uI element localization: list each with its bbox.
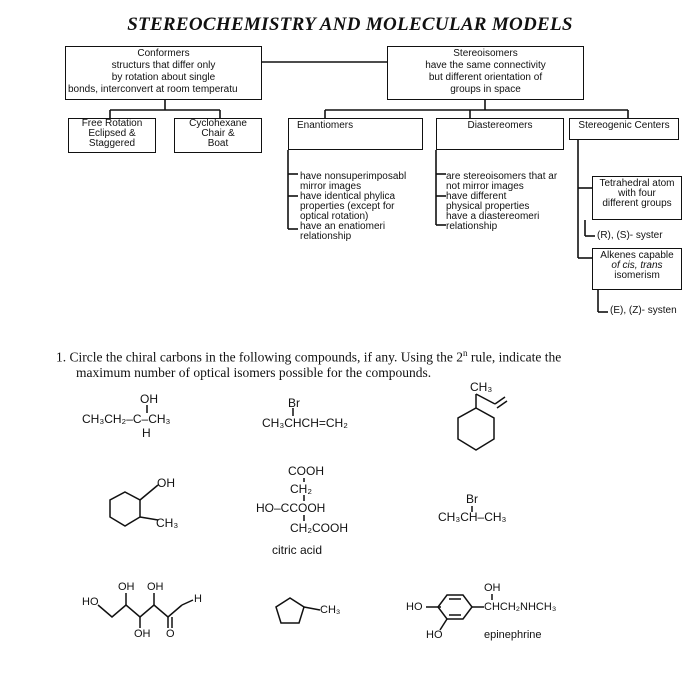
free-rotation-line: Staggered [88, 138, 136, 149]
c5-line4: CH₂COOH [290, 521, 348, 535]
c7-h: H [194, 593, 202, 605]
question-number: 1. [56, 349, 67, 365]
question-text: Circle the chiral carbons in the followi… [69, 349, 464, 365]
enantiomer-notes: have nonsuperimposabl mirror images have… [300, 172, 430, 242]
c2-br: Br [288, 396, 300, 410]
rs-system: (R), (S)- syster [597, 230, 663, 241]
alkenes-title: Alkenes capable [600, 250, 674, 261]
tetrahedral-line: with four [618, 188, 656, 199]
question-superscript: n [463, 348, 468, 358]
c1-oh: OH [140, 392, 158, 406]
c4-ch3: CH₃ [156, 516, 179, 530]
note-line: properties (except for [300, 201, 395, 212]
conformers-line: by rotation about single [111, 72, 216, 83]
c4-oh: OH [157, 476, 175, 490]
citric-acid-label: citric acid [272, 543, 323, 557]
c5-line3: HO–CCOOH [256, 501, 326, 515]
c7-o: O [166, 628, 175, 640]
note-line: mirror images [300, 181, 362, 192]
diastereomers-title: Diastereomers [467, 120, 533, 131]
c8-ch3: CH₃ [320, 604, 341, 616]
note-line: have an enatiomeri [300, 221, 386, 232]
cyclohexane-box: Cyclohexane Chair & Boat [174, 118, 262, 153]
conformers-title: Conformers [137, 48, 190, 59]
question: 1. Circle the chiral carbons in the foll… [56, 346, 676, 380]
c9-ho2: HO [426, 629, 443, 641]
stereoisomers-line: have the same connectivity [425, 60, 546, 71]
cyclohexane-title: Cyclohexane [189, 118, 247, 129]
conformers-line: bonds, interconvert at room temperatu [68, 84, 238, 95]
stereoisomers-line: groups in space [450, 84, 521, 95]
note-line: physical properties [446, 201, 530, 212]
c7-oh3: OH [134, 628, 151, 640]
cyclohexane-line: Boat [207, 138, 229, 149]
c7-ho: HO [82, 596, 99, 608]
stereoisomers-box: Stereoisomers have the same connectivity… [387, 46, 584, 100]
stereoisomers-title: Stereoisomers [453, 48, 518, 59]
c5-line1: COOH [288, 464, 324, 478]
c9-oh: OH [484, 582, 501, 594]
stereogenic-box: Stereogenic Centers [569, 118, 679, 140]
enantiomers-title: Enantiomers [297, 120, 354, 131]
stereoisomers-line: but different orientation of [428, 72, 543, 83]
free-rotation-line: Eclipsed & [88, 128, 136, 139]
note-line: have nonsuperimposabl [300, 171, 407, 182]
c7-oh2: OH [147, 581, 164, 593]
alkenes-box: Alkenes capable of cis, trans isomerism [592, 248, 682, 290]
question-text-end: rule, indicate the [467, 349, 562, 365]
note-line: are stereoisomers that ar [446, 171, 558, 182]
tetrahedral-line: different groups [602, 198, 672, 209]
stereogenic-title: Stereogenic Centers [578, 120, 670, 131]
c1-formula: CH₃CH₂–C–CH₃ [82, 412, 171, 426]
c5-line2: CH₂ [290, 482, 312, 496]
c3-ch3: CH₃ [470, 380, 493, 394]
note-line: have a diastereomeri [446, 211, 540, 222]
c6-br: Br [466, 492, 478, 506]
diastereomer-notes: are stereoisomers that ar not mirror ima… [446, 172, 574, 232]
c2-formula: CH₃CHCH=CH₂ [262, 416, 348, 430]
note-line: optical rotation) [300, 211, 369, 222]
enantiomers-box: Enantiomers [288, 118, 423, 150]
note-line: not mirror images [446, 181, 524, 192]
note-line: relationship [300, 231, 352, 242]
c6-formula: CH₃CH–CH₃ [438, 510, 507, 524]
alkenes-line: of cis, trans [611, 260, 663, 271]
ez-system: (E), (Z)- systen [610, 305, 677, 316]
alkenes-line: isomerism [614, 270, 660, 281]
note-line: have different [446, 191, 507, 202]
cyclohexane-line: Chair & [201, 128, 235, 139]
free-rotation-box: Free Rotation Eclipsed & Staggered [68, 118, 156, 153]
note-line: have identical phylica [300, 191, 396, 202]
c9-ho1: HO [406, 601, 423, 613]
conformers-box: Conformers structurs that differ only by… [65, 46, 262, 100]
epinephrine-label: epinephrine [484, 629, 542, 641]
c9-side-chain: CHCH₂NHCH₃ [484, 601, 557, 613]
note-line: relationship [446, 221, 498, 232]
page-title: STEREOCHEMISTRY AND MOLECULAR MODELS [127, 14, 573, 35]
tetrahedral-title: Tetrahedral atom [599, 178, 675, 189]
diastereomers-box: Diastereomers [436, 118, 564, 150]
c7-oh1: OH [118, 581, 135, 593]
conformers-line: structurs that differ only [111, 60, 216, 71]
question-line2: maximum number of optical isomers possib… [76, 364, 432, 380]
free-rotation-title: Free Rotation [81, 118, 143, 129]
c1-h: H [142, 426, 151, 440]
tetrahedral-box: Tetrahedral atom with four different gro… [592, 176, 682, 220]
